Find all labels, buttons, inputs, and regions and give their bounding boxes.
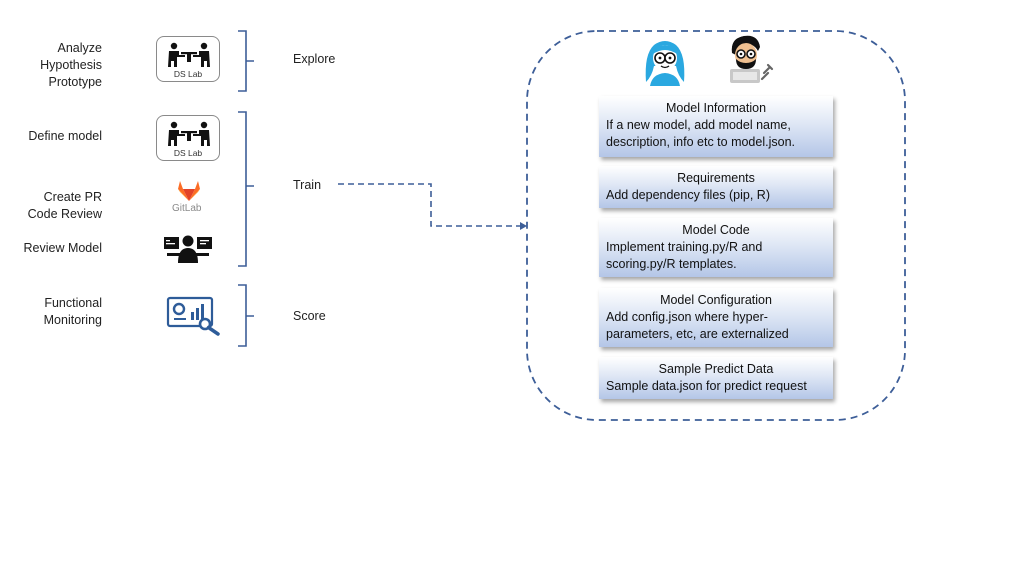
stage-score-label: Score bbox=[293, 309, 326, 323]
step-define-model-label: Define model bbox=[28, 129, 102, 143]
step-create-pr-label: Create PR Code Review bbox=[27, 190, 102, 221]
connector-arrowhead bbox=[520, 222, 527, 230]
step-explore-label: Analyze Hypothesis Prototype bbox=[40, 41, 102, 89]
model-information-box: Model Information If a new model, add mo… bbox=[599, 96, 833, 157]
train-bracket bbox=[238, 111, 254, 267]
model-region bbox=[526, 30, 906, 421]
explore-bracket bbox=[238, 30, 254, 92]
monitoring-dashboard-icon bbox=[166, 296, 220, 336]
ds-lab-icon: DS Lab bbox=[156, 36, 220, 82]
stage-explore-label: Explore bbox=[293, 52, 336, 66]
box-title: Model Configuration bbox=[660, 293, 772, 307]
gitlab-text: GitLab bbox=[172, 203, 202, 214]
step-monitoring-label: Functional Monitoring bbox=[43, 296, 102, 327]
model-code-box: Model Code Implement training.py/R and s… bbox=[599, 218, 833, 277]
step-review-model-label: Review Model bbox=[23, 241, 102, 255]
box-description: Add dependency files (pip, R) bbox=[606, 188, 770, 202]
box-title: Model Information bbox=[665, 101, 767, 115]
ds-lab-icon: DS Lab bbox=[156, 115, 220, 161]
box-description: If a new model, add model name, descript… bbox=[606, 118, 795, 149]
developer-avatar-icon bbox=[730, 35, 774, 83]
box-title: Sample Predict Data bbox=[658, 362, 774, 376]
sample-predict-data-box: Sample Predict Data Sample data.json for… bbox=[599, 357, 833, 399]
stage-train-label: Train bbox=[293, 178, 322, 192]
box-description: Add config.json where hyper- parameters,… bbox=[606, 310, 789, 341]
box-description: Sample data.json for predict request bbox=[606, 379, 807, 393]
ds-lab-people-glyph bbox=[168, 121, 210, 146]
box-description: Implement training.py/R and scoring.py/R… bbox=[606, 240, 763, 271]
reviewer-monitors-icon bbox=[164, 235, 212, 263]
box-title: Model Code bbox=[682, 223, 750, 237]
model-configuration-box: Model Configuration Add config.json wher… bbox=[599, 288, 833, 347]
data-scientist-avatar-icon bbox=[645, 41, 685, 86]
gitlab-icon bbox=[178, 181, 200, 201]
box-title: Requirements bbox=[677, 171, 755, 185]
train-connector bbox=[338, 183, 520, 227]
ds-lab-text: DS Lab bbox=[173, 148, 203, 158]
ds-lab-people-glyph bbox=[168, 42, 210, 67]
ds-lab-text: DS Lab bbox=[173, 69, 203, 79]
requirements-box: Requirements Add dependency files (pip, … bbox=[599, 166, 833, 208]
score-bracket bbox=[238, 284, 254, 347]
